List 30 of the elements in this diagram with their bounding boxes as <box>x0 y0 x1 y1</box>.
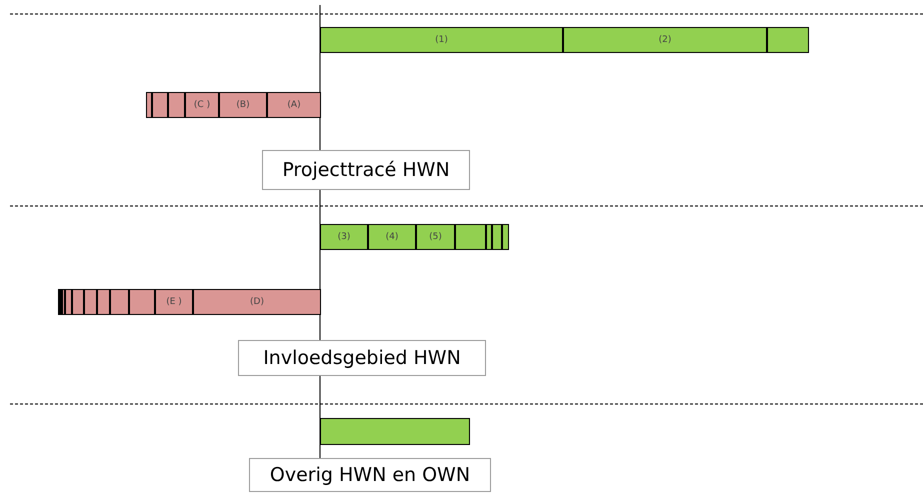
bar-segment: (B) <box>219 92 267 118</box>
bar-segment <box>502 224 509 250</box>
bar-segment <box>129 289 155 315</box>
bar-segment <box>65 289 72 315</box>
bar-segment <box>455 224 486 250</box>
bar-segment <box>492 224 502 250</box>
bar-segment <box>84 289 97 315</box>
section-label: Projecttracé HWN <box>262 150 470 190</box>
section-label: Invloedsgebied HWN <box>238 340 486 376</box>
bar-segment: (E ) <box>155 289 193 315</box>
bar-segment <box>72 289 84 315</box>
bar-segment <box>320 418 470 445</box>
bar-segment: (A) <box>267 92 321 118</box>
section-label: Overig HWN en OWN <box>249 458 491 492</box>
bar-segment: (4) <box>368 224 416 250</box>
bar-segment <box>486 224 492 250</box>
bar-segment: (5) <box>416 224 455 250</box>
bar-segment <box>146 92 152 118</box>
bar-segment: (1) <box>320 27 563 53</box>
bar-segment: (C ) <box>185 92 219 118</box>
bar-segment <box>62 289 65 315</box>
bar-segment <box>110 289 129 315</box>
bar-segment <box>97 289 110 315</box>
bar-segment: (2) <box>563 27 767 53</box>
bar-segment <box>58 289 62 315</box>
bar-segment <box>152 92 168 118</box>
bar-segment <box>168 92 185 118</box>
bar-segment <box>767 27 809 53</box>
bar-segment: (D) <box>193 289 321 315</box>
bar-segment: (3) <box>320 224 368 250</box>
